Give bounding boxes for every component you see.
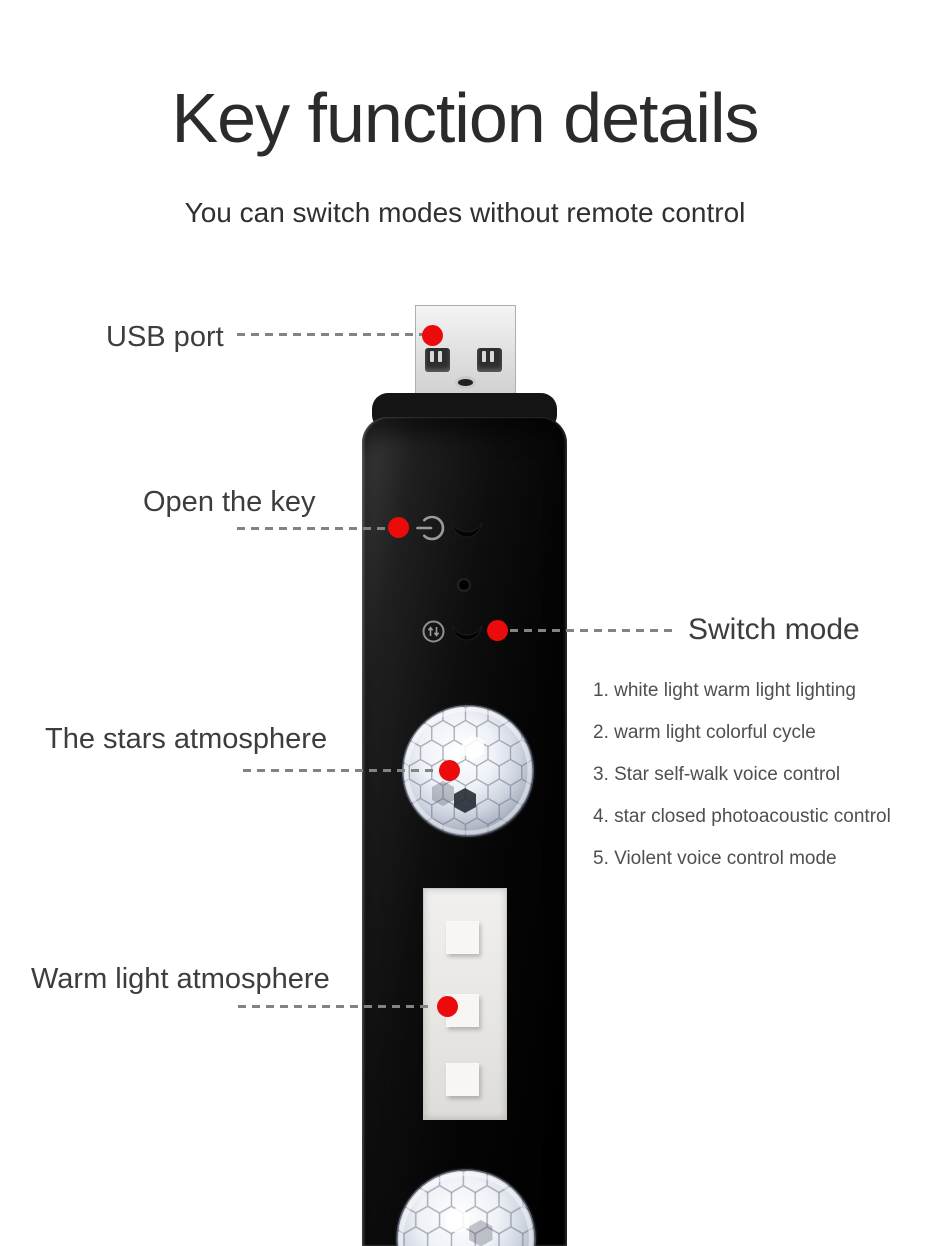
usb-connector-slot [425, 348, 450, 372]
page-title: Key function details [171, 79, 759, 157]
warm-light-label: Warm light atmosphere [31, 963, 330, 995]
open-key-label: Open the key [143, 486, 316, 518]
mode-list-item: 5. Violent voice control mode [593, 848, 837, 869]
up-down-arrows-icon [420, 618, 447, 645]
mode-list: 1. white light warm light lighting 2. wa… [593, 670, 923, 880]
stars-atmosphere-callout-line [243, 769, 443, 772]
mode-list-item: 2. warm light colorful cycle [593, 722, 816, 743]
mode-button-indent [450, 621, 484, 643]
usb-contact-pin [490, 351, 494, 362]
page-subtitle: You can switch modes without remote cont… [184, 197, 746, 228]
red-dot-icon [487, 620, 508, 641]
red-dot-icon [437, 996, 458, 1017]
usb-connector-hole [455, 376, 476, 389]
mode-list-item: 4. star closed photoacoustic control [593, 806, 891, 827]
star-lens-ball-bottom [392, 1165, 540, 1246]
stars-atmosphere-label: The stars atmosphere [45, 723, 328, 755]
open-key-callout-line [237, 527, 390, 530]
indicator-hole [459, 580, 469, 590]
usb-contact-pin [482, 351, 486, 362]
red-dot-icon [439, 760, 460, 781]
warm-light-led-panel [423, 888, 507, 1120]
usb-contact-pin [430, 351, 434, 362]
led-square [446, 1063, 479, 1096]
led-square [446, 921, 479, 954]
usb-port-callout-line [237, 333, 426, 336]
switch-mode-label: Switch mode [688, 613, 860, 646]
power-icon [416, 512, 448, 544]
warm-light-callout-line [238, 1005, 433, 1008]
usb-connector-slot [477, 348, 502, 372]
mode-list-item: 3. Star self-walk voice control [593, 764, 841, 785]
red-dot-icon [422, 325, 443, 346]
usb-contact-pin [438, 351, 442, 362]
usb-port-label: USB port [106, 321, 224, 353]
red-dot-icon [388, 517, 409, 538]
power-button-indent [450, 518, 484, 540]
switch-mode-callout-line [510, 629, 674, 632]
usb-connector [415, 305, 516, 400]
mode-list-item: 1. white light warm light lighting [593, 680, 856, 701]
